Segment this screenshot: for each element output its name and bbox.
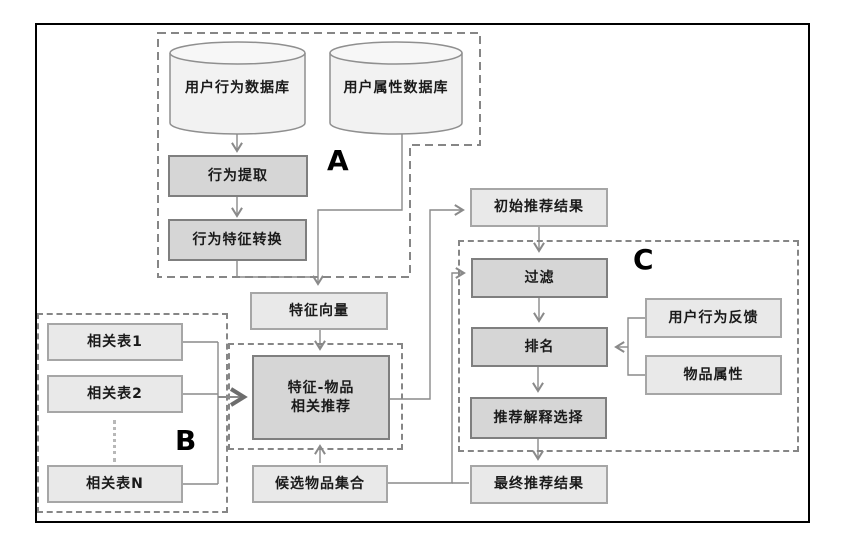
node-final-recommendation-result: 最终推荐结果	[470, 465, 608, 504]
node-behavior-extraction: 行为提取	[168, 155, 308, 197]
node-item-attributes: 物品属性	[645, 355, 782, 395]
node-filter: 过滤	[471, 258, 608, 298]
node-candidate-item-set: 候选物品集合	[252, 465, 388, 503]
node-feature-item-recommendation: 特征-物品 相关推荐	[252, 355, 390, 440]
node-user-attribute-db-label: 用户属性数据库	[343, 80, 449, 96]
group-c-label: C	[633, 243, 654, 276]
node-ranking: 排名	[471, 327, 608, 367]
feature-item-label-line1: 特征-物品	[287, 379, 355, 396]
group-b-label: B	[175, 424, 197, 457]
node-feature-vector: 特征向量	[250, 292, 388, 330]
node-initial-recommendation-result: 初始推荐结果	[470, 188, 608, 227]
node-related-table-2: 相关表2	[47, 375, 183, 413]
group-a-label: A	[327, 144, 349, 177]
ellipsis-dots	[113, 420, 116, 462]
feature-item-label-line2: 相关推荐	[291, 398, 351, 415]
node-behavior-feature-conversion: 行为特征转换	[168, 219, 307, 261]
node-recommendation-explanation-selection: 推荐解释选择	[470, 397, 607, 439]
node-user-behavior-feedback: 用户行为反馈	[645, 298, 782, 338]
group-b-outline	[37, 313, 228, 513]
node-related-table-n: 相关表N	[47, 465, 183, 503]
node-user-behavior-db-label: 用户行为数据库	[185, 80, 290, 96]
node-related-table-1: 相关表1	[47, 323, 183, 361]
